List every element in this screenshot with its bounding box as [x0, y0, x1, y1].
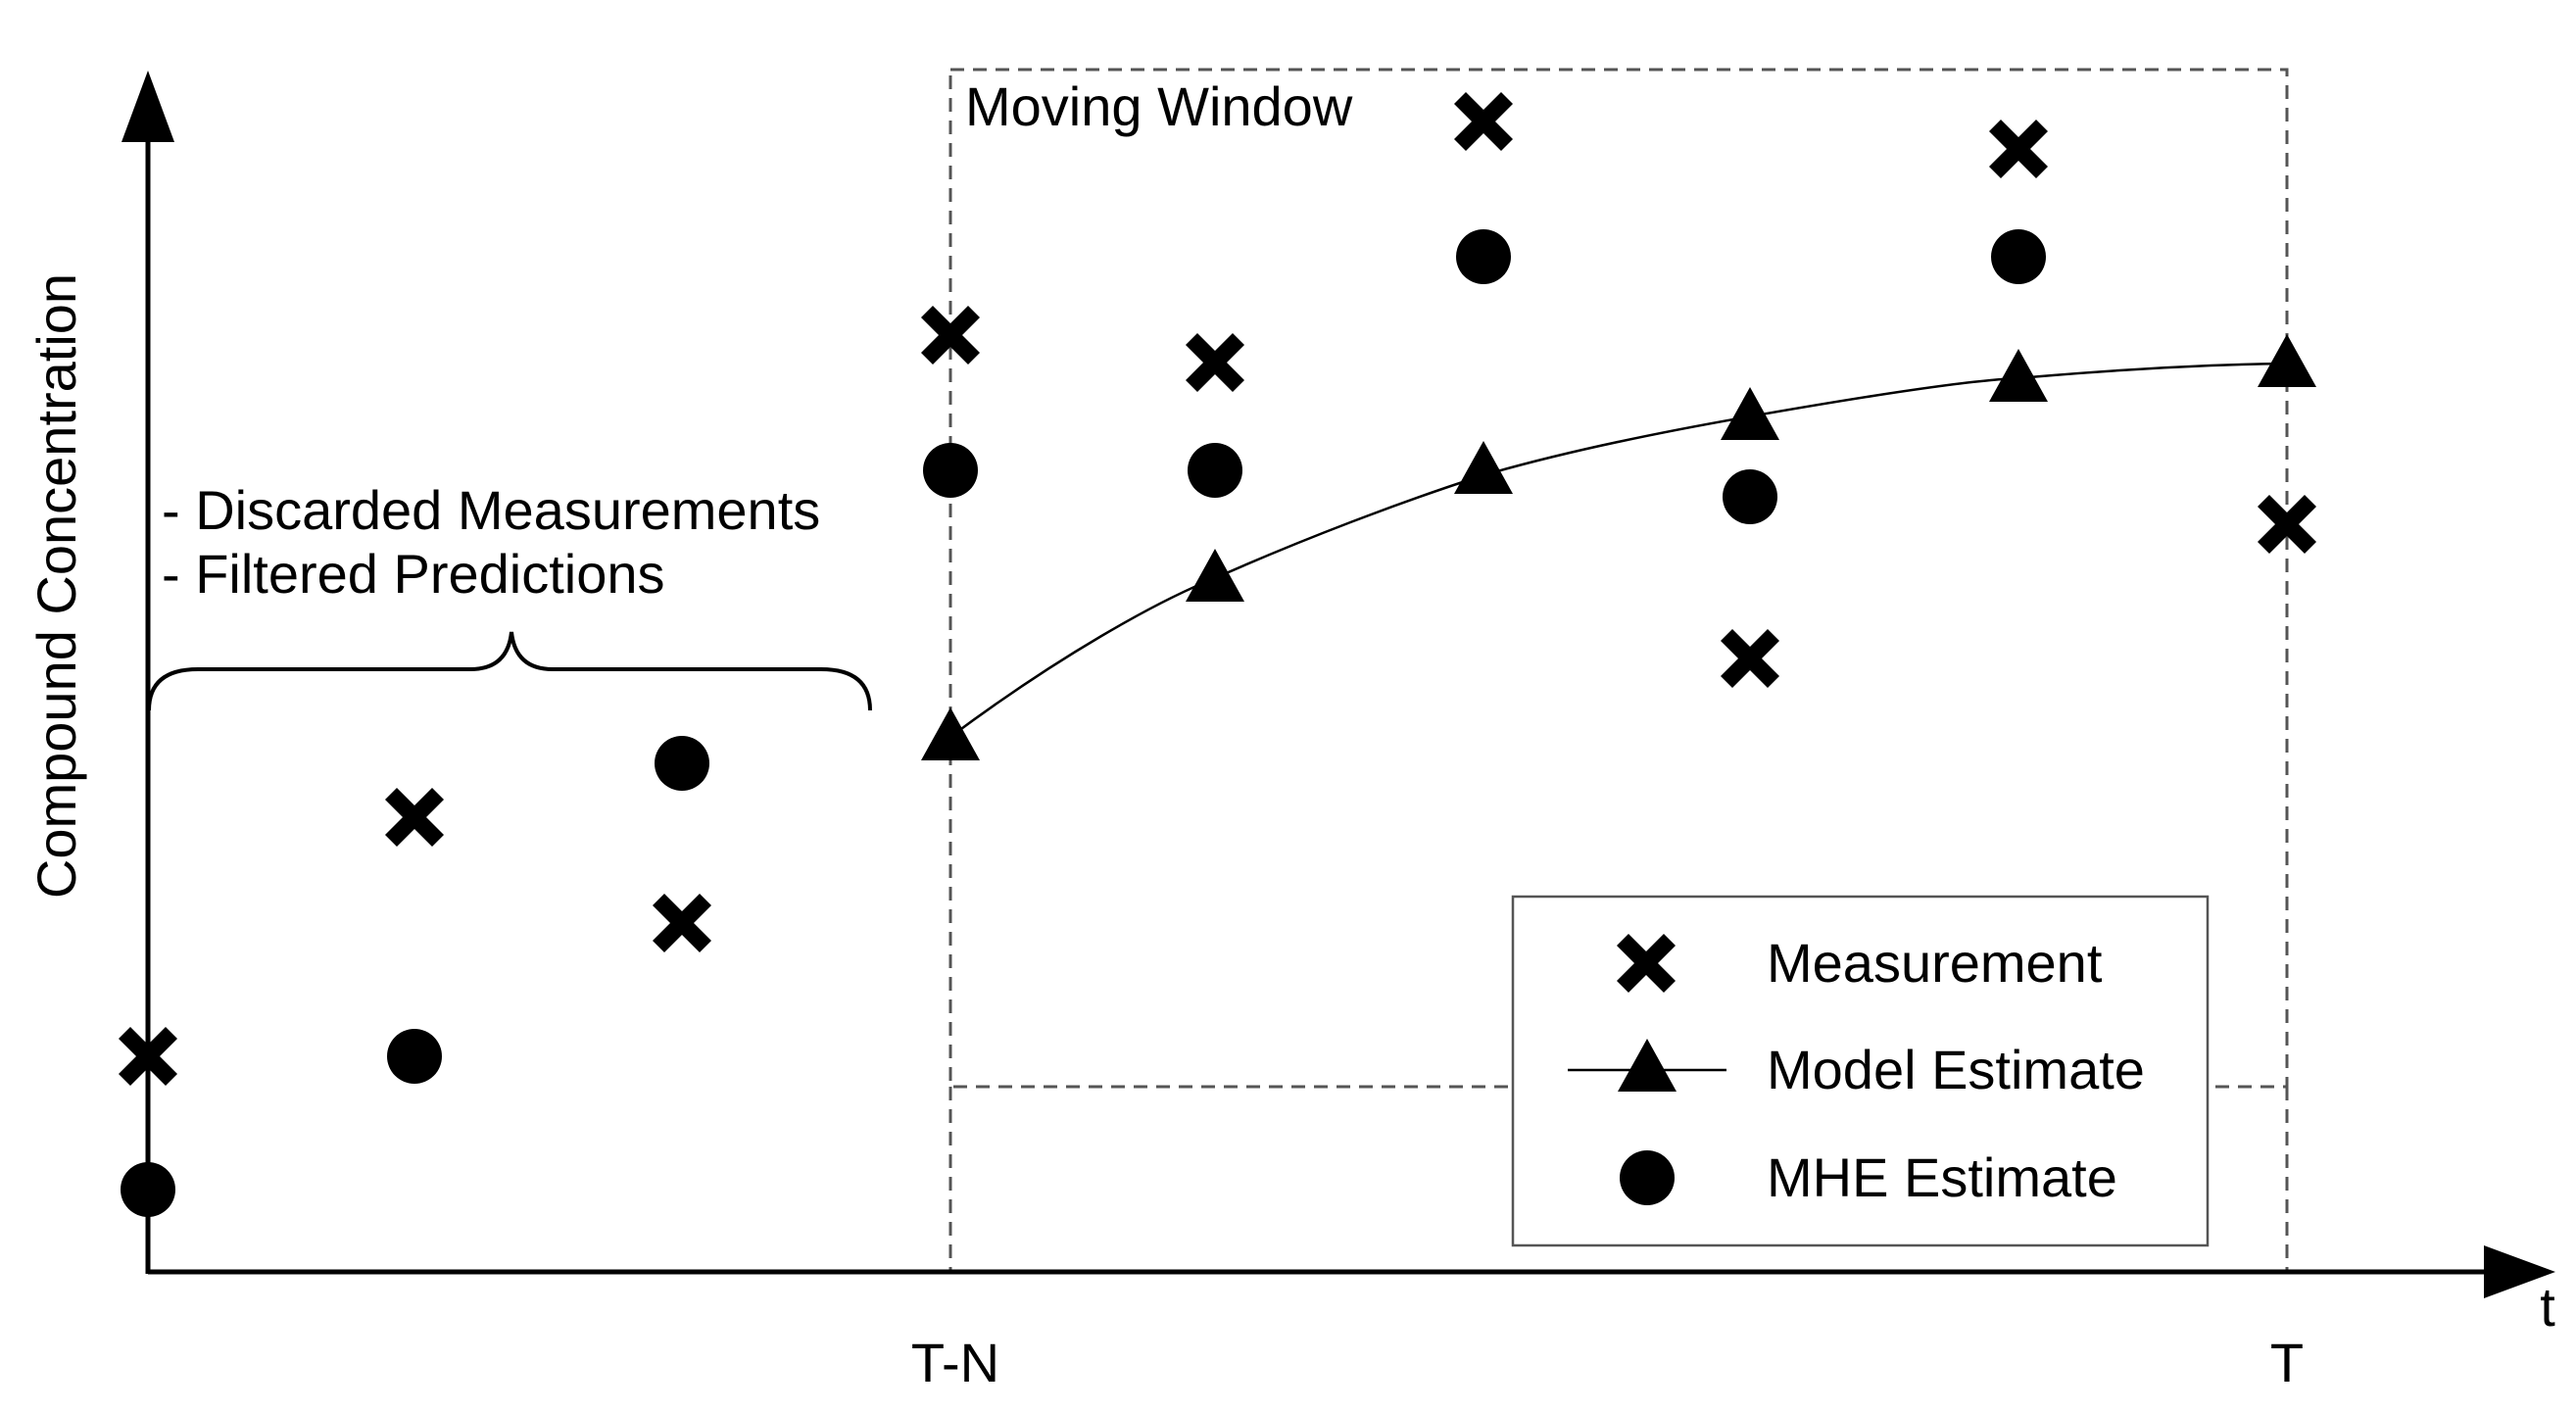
annotation-filtered-predictions: - Filtered Predictions — [162, 543, 665, 605]
legend-measurement-label: Measurement — [1767, 932, 2103, 994]
measurement-marker — [1721, 629, 1779, 688]
measurement-marker — [653, 894, 711, 952]
mhe-estimate-marker — [387, 1029, 442, 1084]
y-axis-label: Compound Concentration — [25, 273, 87, 899]
legend-model-estimate-label: Model Estimate — [1767, 1039, 2145, 1100]
model-estimate-marker — [921, 707, 980, 760]
mhe-estimate-marker — [1188, 443, 1242, 498]
x-axis-arrowhead — [2484, 1245, 2555, 1298]
measurement-marker — [385, 788, 444, 847]
model-estimate-marker — [2258, 334, 2316, 387]
measurement-marker — [1186, 333, 1244, 392]
model-estimate-curve — [949, 362, 2288, 739]
mhe-estimate-marker — [1723, 469, 1777, 524]
mhe-estimate-marker — [1991, 229, 2046, 284]
mhe-estimate-marker — [923, 443, 978, 498]
moving-window-label: Moving Window — [965, 75, 1353, 137]
filled-circle-icon — [1620, 1150, 1675, 1205]
measurement-marker — [1989, 120, 2048, 178]
model-estimate-marker — [1454, 441, 1513, 494]
annotation-discarded-measurements: - Discarded Measurements — [162, 479, 820, 541]
legend: Measurement Model Estimate MHE Estimate — [1511, 895, 2210, 1247]
y-axis-arrowhead — [122, 71, 174, 142]
x-tick-t-n: T-N — [911, 1332, 999, 1393]
mhe-estimate-marker — [1456, 229, 1511, 284]
x-axis-label: t — [2540, 1276, 2555, 1338]
discarded-region-brace — [147, 631, 872, 711]
mhe-estimate-marker — [121, 1162, 175, 1217]
legend-mhe-estimate-label: MHE Estimate — [1767, 1146, 2117, 1208]
model-estimate-marker — [1186, 549, 1244, 602]
mhe-estimate-marker — [655, 736, 709, 791]
measurement-marker — [1454, 92, 1513, 151]
x-tick-t: T — [2270, 1332, 2304, 1393]
